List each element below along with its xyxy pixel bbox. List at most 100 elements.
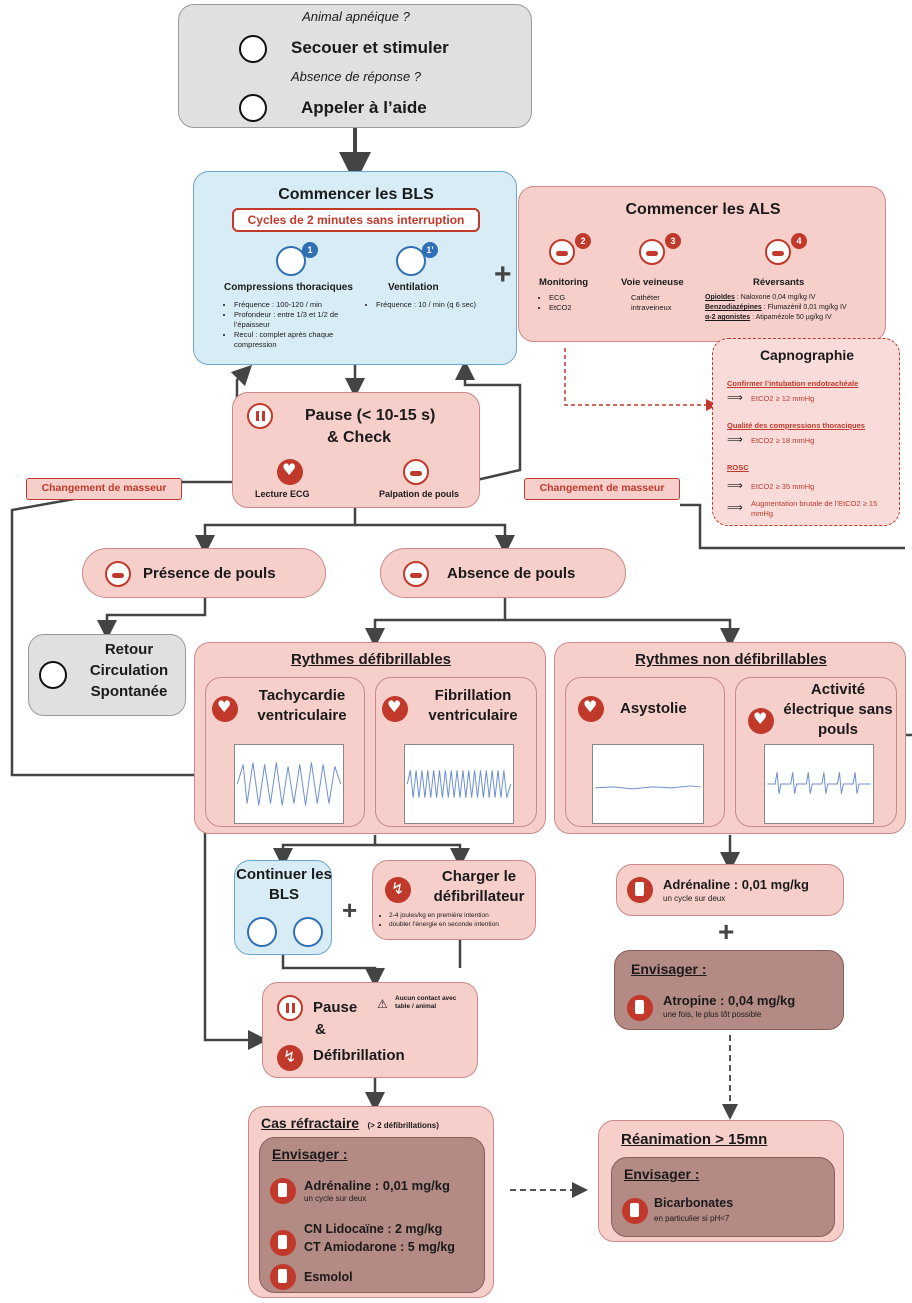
als-title: Commencer les ALS [625,201,781,218]
comp-badge: 1 [302,242,318,258]
action-call: Appeler à l’aide [301,98,427,117]
pause-title1: Pause (< 10-15 s) [305,407,436,424]
capno-title: Capnographie [759,347,855,363]
pause2-amp: & [315,1021,326,1038]
action-shake: Secouer et stimuler [291,38,449,57]
vial-icon [627,995,653,1021]
pause2-label: Pause [313,999,358,1016]
arrow-icon: ⟹ [727,480,743,492]
rev-line-benzo: Benzodiazépines : Flumazénil 0,01 mg/kg … [705,304,847,311]
nondefib-rhythms-box: Rythmes non défibrillables Asystolie Act… [554,642,906,834]
heart-icon [382,696,408,722]
continuer-label: Continuer les BLS [236,866,332,903]
fv-label: Fibrillation ventriculaire [428,687,518,724]
hands-icon [276,246,306,276]
pause-defib-box: Pause & Défibrillation ⚠ Aucun contact a… [262,982,478,1078]
absence-pouls: Absence de pouls [380,548,626,598]
charger-item: doubler l’énergie en seconde intention [389,920,537,929]
defibrillator-icon [277,1045,303,1071]
charger-box: Charger le défibrillateur 2-4 joules/kg … [372,860,536,940]
fv-ecg-trace [404,744,514,824]
plus-sign: + [342,895,358,925]
heart-icon [748,708,774,734]
charger-item: 2-4 joules/kg en première intention [389,911,537,920]
vent-badge: 1' [422,242,438,258]
pause-check-box: Pause (< 10-15 s) & Check Lecture ECG Pa… [232,392,480,508]
atropine-label: Atropine : 0,04 mg/kg [663,993,796,1008]
mon-item: EtCO2 [549,303,572,313]
arrow-icon: ⟹ [727,502,743,514]
question-apnea: Animal apnéique ? [302,9,410,24]
masseur-right: Changement de masseur [524,478,680,500]
adrenaline-label: Adrénaline : 0,01 mg/kg [663,877,809,892]
vial-icon [622,1198,648,1224]
adrenaline-sub: un cycle sur deux [663,894,726,903]
pulse-label: Palpation de pouls [379,489,460,499]
pause-icon [277,995,303,1021]
envisager-atropine-box: Envisager : Atropine : 0,04 mg/kg une fo… [614,950,844,1030]
refract-envisager-box: Envisager : Adrénaline : 0,01 mg/kg un c… [259,1137,485,1293]
tv-card: Tachycardie ventriculaire [205,677,365,827]
mon-badge: 2 [575,233,591,249]
asystole-ecg-trace [592,744,704,824]
refract-adre: Adrénaline : 0,01 mg/kg [304,1178,450,1193]
bls-cycles: Cycles de 2 minutes sans interruption [232,208,480,232]
capno-s3: ROSC [727,463,749,472]
ambu-icon [293,917,323,947]
presence-pouls: Présence de pouls [82,548,326,598]
heart-outline-icon [39,661,67,689]
defib-title: Rythmes défibrillables [290,651,452,668]
pulse-icon [105,561,131,587]
reanim-envisager-box: Envisager : Bicarbonates en particulier … [611,1157,835,1237]
vv-text: Cathéter intraveineux [631,293,672,312]
aesp-ecg-trace [764,744,874,824]
defib-rhythms-box: Rythmes défibrillables Tachycardie ventr… [194,642,546,834]
heart-icon [578,696,604,722]
comp-list: Fréquence : 100-120 / min Profondeur : e… [224,300,354,350]
tv-label: Tachycardie ventriculaire [257,687,347,724]
fv-card: Fibrillation ventriculaire [375,677,537,827]
phone-icon [239,94,267,122]
envisager-label: Envisager : [624,1166,700,1182]
rev-lines: Opioïdes : Naloxone 0,04 mg/kg IV Benzod… [705,293,885,323]
vial-icon [270,1178,296,1204]
mon-list: ECG EtCO2 [539,293,572,313]
charger-list: 2-4 joules/kg en première intention doub… [379,911,537,929]
pulse-icon [403,459,429,485]
rev-line-opioids: Opioïdes : Naloxone 0,04 mg/kg IV [705,294,816,301]
pulse-icon [403,561,429,587]
hands-icon [247,917,277,947]
charger-label: Charger le défibrillateur [433,868,525,905]
vial-icon [270,1230,296,1256]
atropine-sub: une fois, le plus tôt possible [663,1010,762,1019]
vial-icon [270,1264,296,1290]
ambu-icon [396,246,426,276]
heart-icon [277,459,303,485]
vv-title: Voie veineuse [621,277,684,288]
vent-title: Ventilation [388,282,439,293]
rev-line-alpha2: α-2 agonistes : Atipamézole 50 µg/kg IV [705,314,832,321]
refract-amio: CT Amiodarone : 5 mg/kg [304,1240,455,1254]
comp-title: Compressions thoraciques [224,282,353,293]
mon-title: Monitoring [539,277,589,288]
capno-v1: EtCO2 ≥ 12 mmHg [751,394,815,403]
hand-icon [239,35,267,63]
rosc-box: Retour Circulation Spontanée [28,634,186,716]
aesp-label: Activité électrique sans pouls [783,681,893,738]
refract-lido: CN Lidocaïne : 2 mg/kg [304,1222,443,1236]
adrenaline-box: Adrénaline : 0,01 mg/kg un cycle sur deu… [616,864,844,916]
tv-ecg-trace [234,744,344,824]
envisager-label: Envisager : [272,1146,348,1162]
capno-v3: EtCO2 ≥ 35 mmHg [751,482,815,491]
comp-item: Recul : complet après chaque compression [234,330,354,350]
syringe-icon [639,239,665,265]
defibrillator-icon [385,877,411,903]
aesp-card: Activité électrique sans pouls [735,677,897,827]
pause-icon [247,403,273,429]
bls-box: Commencer les BLS Cycles de 2 minutes sa… [193,171,517,365]
pause2-defib: Défibrillation [313,1047,405,1064]
arrow-icon: ⟹ [727,434,743,446]
masseur-left: Changement de masseur [26,478,182,500]
refract-title: Cas réfractaire [261,1115,360,1131]
vial-icon [627,877,653,903]
